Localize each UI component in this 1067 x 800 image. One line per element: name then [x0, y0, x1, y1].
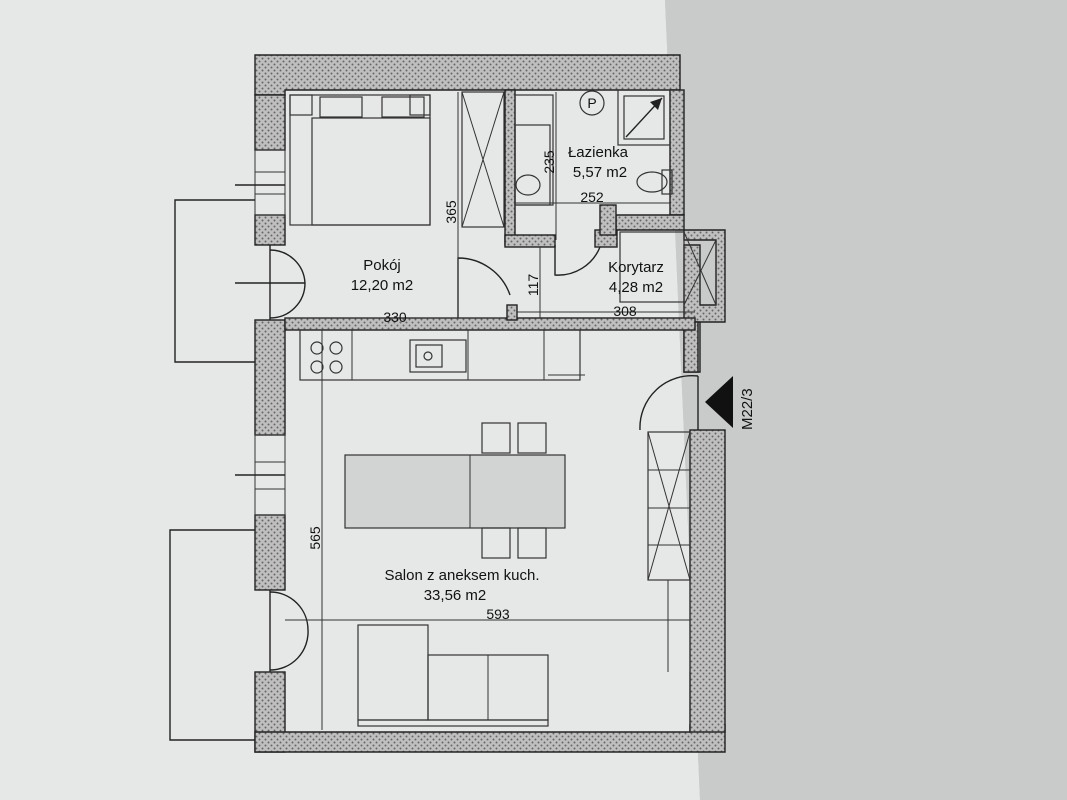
bed: [289, 94, 431, 226]
washing-machine-symbol: P: [587, 95, 596, 111]
dim-lazienka-height: 235: [541, 150, 557, 174]
sofa: [357, 624, 549, 727]
balcony-doors: [235, 245, 309, 672]
unit-marker-arrow: [705, 376, 733, 428]
dim-korytarz-door: 117: [525, 274, 541, 297]
dim-lazienka-width: 252: [580, 189, 604, 205]
bathroom-fixtures: [514, 89, 673, 276]
salon-name: Salon z aneksem kuch.: [384, 567, 539, 584]
lazienka-area: 5,57 m2: [573, 164, 627, 181]
left-windows: [235, 149, 286, 516]
korytarz-closet: [619, 231, 717, 306]
korytarz-area: 4,28 m2: [609, 279, 663, 296]
dining-table: [344, 422, 566, 559]
balconies: [169, 199, 255, 741]
kitchen-counter: [299, 329, 585, 381]
pokoj-area: 12,20 m2: [351, 277, 414, 294]
salon-area: 33,56 m2: [424, 587, 487, 604]
lazienka-name: Łazienka: [568, 144, 629, 161]
korytarz-name: Korytarz: [608, 259, 664, 276]
wardrobe: [461, 91, 505, 228]
dim-pokoj-width: 330: [383, 309, 407, 325]
paper-shadow: [665, 0, 1067, 800]
dimension-lines: [285, 92, 695, 730]
pokoj-name: Pokój: [363, 257, 401, 274]
salon-wardrobe: [647, 431, 691, 672]
entrance-door: [639, 374, 699, 431]
dim-salon-width: 593: [486, 606, 510, 622]
dim-salon-height: 565: [307, 526, 323, 550]
dim-pokoj-height: 365: [443, 200, 459, 224]
dim-korytarz-width: 308: [613, 303, 637, 319]
outer-walls: [254, 54, 726, 753]
pokoj-door: [457, 257, 511, 318]
unit-marker-label: M22/3: [739, 388, 756, 430]
paper-sheet: [0, 0, 700, 800]
